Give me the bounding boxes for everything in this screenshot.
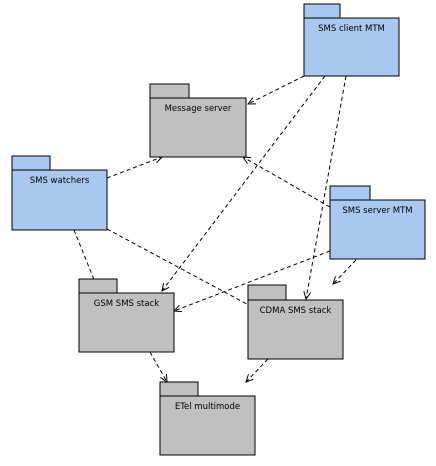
dependency-line bbox=[106, 228, 259, 311]
package-label: GSM SMS stack bbox=[94, 299, 159, 309]
arrowhead bbox=[242, 156, 252, 164]
package-sms-client-mtm: SMS client MTM bbox=[303, 3, 400, 77]
package-cdma-sms-stack: CDMA SMS stack bbox=[247, 284, 344, 360]
dependency-arrow-cdma-sms-stack-to-etel-multimode bbox=[245, 358, 269, 383]
dependency-arrow-sms-client-mtm-to-message-server bbox=[246, 75, 305, 105]
package-body bbox=[11, 169, 108, 231]
package-body bbox=[159, 395, 256, 456]
package-label: SMS watchers bbox=[30, 176, 90, 186]
arrowhead bbox=[172, 304, 183, 313]
dependency-arrow-sms-client-mtm-to-cdma-sms-stack bbox=[303, 75, 347, 301]
package-tab bbox=[247, 284, 287, 301]
package-tab bbox=[159, 381, 199, 397]
package-body bbox=[303, 17, 400, 77]
arrowhead bbox=[332, 276, 341, 285]
package-sms-server-mtm: SMS server MTM bbox=[329, 185, 426, 260]
dependency-arrow-sms-client-mtm-to-gsm-sms-stack bbox=[161, 75, 326, 292]
package-label: SMS client MTM bbox=[318, 24, 385, 34]
package-label: CDMA SMS stack bbox=[260, 306, 332, 316]
dependency-line bbox=[245, 358, 269, 383]
dependency-line bbox=[161, 75, 326, 292]
package-body bbox=[149, 97, 247, 158]
dependency-arrow-gsm-sms-stack-to-etel-multimode bbox=[149, 351, 168, 384]
arrowhead bbox=[245, 374, 254, 383]
package-label: Message server bbox=[165, 104, 232, 114]
package-tab bbox=[11, 155, 51, 171]
package-tab bbox=[149, 83, 190, 99]
arrowhead bbox=[161, 283, 170, 292]
package-etel-multimode: ETel multimode bbox=[159, 381, 256, 456]
package-tab bbox=[303, 3, 341, 19]
package-tab bbox=[329, 185, 371, 201]
dependency-arrow-sms-watchers-to-message-server bbox=[106, 155, 164, 179]
dependency-line bbox=[242, 156, 331, 208]
dependency-line bbox=[149, 351, 168, 383]
arrowhead bbox=[303, 291, 312, 301]
package-gsm-sms-stack: GSM SMS stack bbox=[78, 278, 175, 353]
package-label: SMS server MTM bbox=[342, 206, 412, 216]
dependency-line bbox=[247, 75, 305, 105]
dependency-arrow-sms-server-mtm-to-message-server bbox=[242, 156, 331, 208]
package-sms-watchers: SMS watchers bbox=[11, 155, 108, 231]
arrowhead bbox=[160, 373, 168, 384]
package-body bbox=[78, 292, 175, 353]
package-tab bbox=[78, 278, 118, 294]
package-label: ETel multimode bbox=[175, 402, 240, 412]
package-message-server: Message server bbox=[149, 83, 247, 158]
dependency-line bbox=[106, 156, 163, 179]
dependency-edges bbox=[73, 75, 357, 384]
arrowhead bbox=[246, 97, 257, 105]
package-body bbox=[247, 299, 344, 360]
package-body bbox=[329, 199, 426, 260]
dependency-line bbox=[332, 259, 357, 285]
dependency-arrow-sms-server-mtm-to-cdma-sms-stack bbox=[332, 259, 357, 285]
dependency-line bbox=[305, 75, 347, 300]
